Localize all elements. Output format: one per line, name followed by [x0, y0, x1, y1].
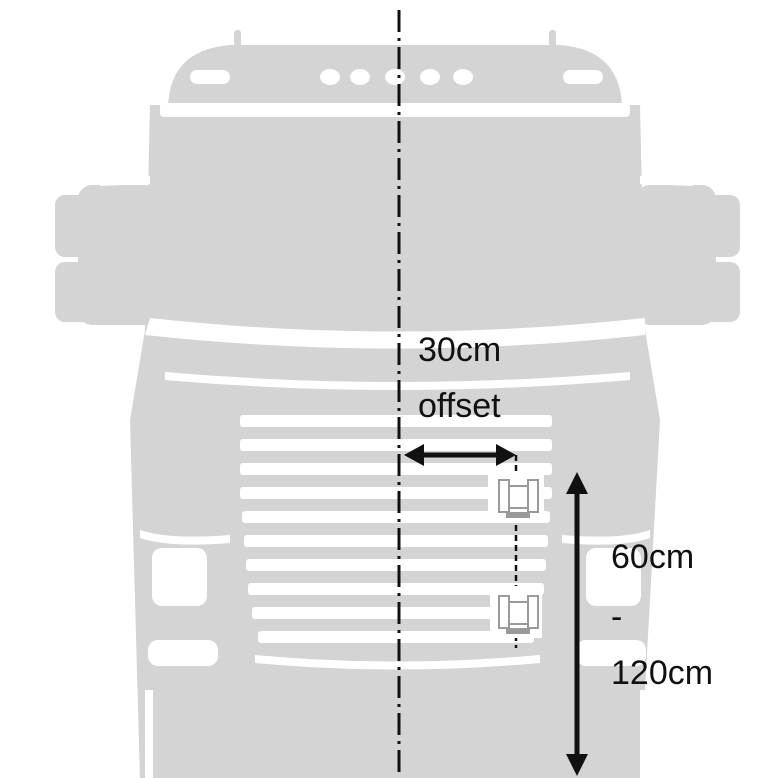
bumper-line: [140, 530, 230, 545]
height-separator-label: -: [611, 598, 623, 636]
headlight-right: [586, 548, 641, 606]
marker-light-2: [350, 69, 370, 85]
fog-light-right: [576, 640, 646, 666]
marker-light-4: [420, 69, 440, 85]
mirror-left-lower: [55, 262, 100, 322]
marker-light-3: [385, 69, 405, 85]
roof-band: [160, 103, 630, 117]
lower-grille-edge: [255, 655, 540, 670]
mirror-arm-cut-right: [640, 176, 693, 186]
upper-bumper-line: [165, 372, 630, 390]
wheel-left: [145, 690, 153, 778]
grille-slats: [240, 415, 552, 643]
height-min-label: 60cm: [611, 538, 695, 576]
roof-light-left: [190, 70, 230, 84]
offset-value-label: 30cm: [418, 331, 502, 369]
fog-light-left: [148, 640, 218, 666]
bumper-line-right: [562, 530, 650, 545]
mirror-right-upper: [695, 195, 740, 257]
truck-details: [100, 69, 693, 778]
height-max-label: 120cm: [611, 654, 714, 692]
headlight-left: [152, 548, 207, 606]
mirror-arm-cut-left: [100, 176, 150, 186]
marker-light-1: [320, 69, 340, 85]
roof-light-right: [563, 70, 603, 84]
sensor-upper: [488, 472, 544, 522]
marker-light-5: [453, 69, 473, 85]
sensor-lower: [490, 586, 542, 638]
offset-word-label: offset: [418, 387, 501, 425]
mirror-right-lower: [695, 262, 740, 322]
mirror-left-upper: [55, 195, 100, 257]
wheel-right: [640, 690, 648, 778]
offset-arrow: [404, 444, 516, 466]
height-arrow: [566, 472, 588, 776]
windshield-edge: [145, 318, 645, 349]
